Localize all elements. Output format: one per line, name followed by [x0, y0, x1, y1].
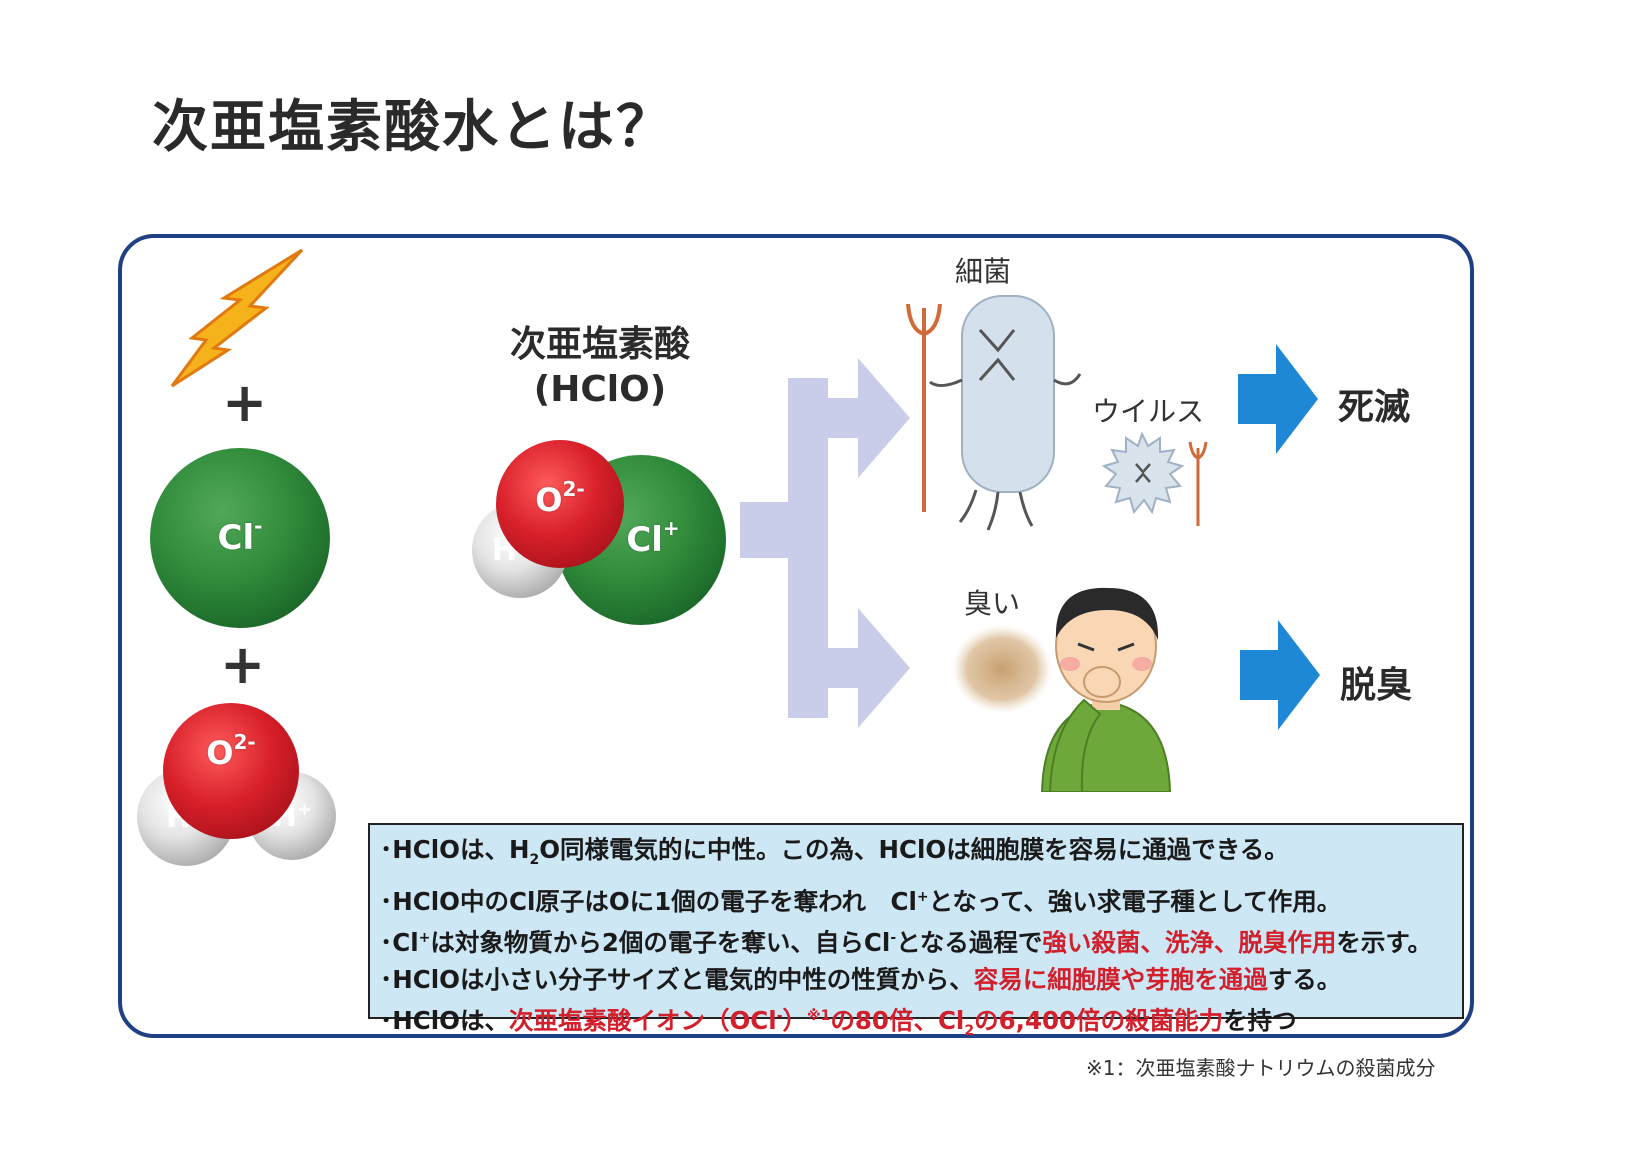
info-line-4: ･HClOは小さい分子サイズと電気的中性の性質から、容易に細胞膜や芽胞を通過する… — [380, 961, 1452, 998]
info-line-1-part-2: O同様電気的に中性。この為、HClOは細胞膜を容易に通過できる。 — [539, 835, 1289, 864]
odor-cloud-icon — [952, 625, 1052, 713]
info-line-3: ･Cl+は対象物質から2個の電子を奪い、自らCl-となる過程で強い殺菌、洗浄、脱… — [380, 920, 1452, 961]
info-line-1: ･HClOは、H2O同様電気的に中性。この為、HClOは細胞膜を容易に通過できる… — [380, 831, 1452, 879]
info-line-4-part-2: する。 — [1267, 965, 1342, 995]
result-kill: 死滅 — [1338, 387, 1411, 428]
branch-arrows — [740, 358, 910, 728]
info-line-5-part-2: を持つ — [1223, 1006, 1297, 1036]
water-oxygen-label: O2- — [206, 730, 256, 772]
info-line-5: ･HClOは、次亜塩素酸イオン（OCl-）※1の80倍、Cl2の6,400倍の殺… — [380, 998, 1452, 1050]
bacteria-icon — [906, 295, 1082, 531]
info-line-5-highlight-4: の6,400倍の殺菌能力 — [974, 1006, 1224, 1036]
info-line-3-part-2: は対象物質から2個の電子を奪い、自らCl — [430, 928, 891, 958]
footnote: ※1：次亜塩素酸ナトリウムの殺菌成分 — [1086, 1056, 1436, 1080]
chloride-ion-label: Cl- — [217, 514, 263, 558]
info-line-5-highlight-2: ） — [782, 1006, 808, 1036]
info-line-4-part-1: ･HClOは小さい分子サイズと電気的中性の性質から、 — [380, 965, 974, 995]
virus-icon — [1101, 431, 1208, 526]
hclo-oxygen-sphere: O2- — [496, 440, 624, 568]
info-line-3-part-3: となる過程で — [896, 928, 1043, 958]
info-line-1-part-1: ･HClOは、H — [380, 835, 530, 864]
info-line-3-part-1: ･Cl — [380, 928, 419, 958]
info-line-3-part-4: を示す。 — [1336, 928, 1432, 958]
info-line-5-highlight-1: 次亜塩素酸イオン（OCl — [508, 1006, 777, 1036]
info-line-2: ･HClO中のCl原子はOに1個の電子を奪われ Cl+となって、強い求電子種とし… — [380, 879, 1452, 920]
odor-label: 臭い — [964, 587, 1021, 620]
bacteria-label: 細菌 — [955, 255, 1012, 288]
page-title: 次亜塩素酸水とは？ — [152, 95, 674, 160]
info-line-1-sub: 2 — [529, 851, 540, 868]
info-line-5-part-1: ･HClOは、 — [380, 1006, 509, 1036]
hclo-chlorine-label: Cl+ — [626, 516, 680, 560]
info-line-4-highlight: 容易に細胞膜や芽胞を通過 — [973, 965, 1268, 995]
branch-arrow-upper — [828, 358, 910, 478]
info-line-3-highlight: 強い殺菌、洗浄、脱臭作用 — [1042, 928, 1337, 958]
info-line-5-sup: - — [776, 1008, 783, 1025]
info-line-5-highlight-3: の80倍、Cl — [830, 1006, 965, 1036]
info-line-5-sub: 2 — [964, 1023, 975, 1040]
water-oxygen-sphere: O2- — [163, 703, 299, 839]
info-line-2-sup: + — [916, 888, 929, 905]
plus-sign-2: + — [220, 633, 266, 696]
hclo-title-name: 次亜塩素酸 — [509, 324, 690, 365]
lightning-bolt-icon — [170, 248, 304, 388]
info-line-5-note: ※1 — [807, 1008, 831, 1025]
branch-arrow-lower — [828, 608, 910, 728]
result-arrow-deodorize — [1240, 620, 1320, 730]
person-covering-nose-icon — [1040, 587, 1172, 792]
virus-label: ウイルス — [1092, 395, 1205, 428]
info-line-3-sup-1: + — [418, 930, 431, 947]
result-arrow-kill — [1238, 344, 1318, 454]
hclo-title-formula: (HClO) — [533, 369, 667, 410]
hclo-title: 次亜塩素酸 (HClO) — [478, 322, 722, 412]
hclo-oxygen-label: O2- — [535, 477, 585, 519]
plus-sign-1: + — [222, 371, 268, 434]
info-line-3-sup-2: - — [890, 930, 897, 947]
info-line-2-part-2: となって、強い求電子種として作用。 — [928, 887, 1342, 917]
chloride-ion-sphere: Cl- — [150, 448, 330, 628]
branch-arrow-trunk — [788, 378, 828, 718]
info-box: ･HClOは、H2O同様電気的に中性。この為、HClOは細胞膜を容易に通過できる… — [368, 823, 1464, 1039]
branch-arrow-stem — [740, 502, 788, 558]
result-deodorize: 脱臭 — [1340, 665, 1413, 706]
info-line-2-part-1: ･HClO中のCl原子はOに1個の電子を奪われ Cl — [380, 887, 917, 917]
